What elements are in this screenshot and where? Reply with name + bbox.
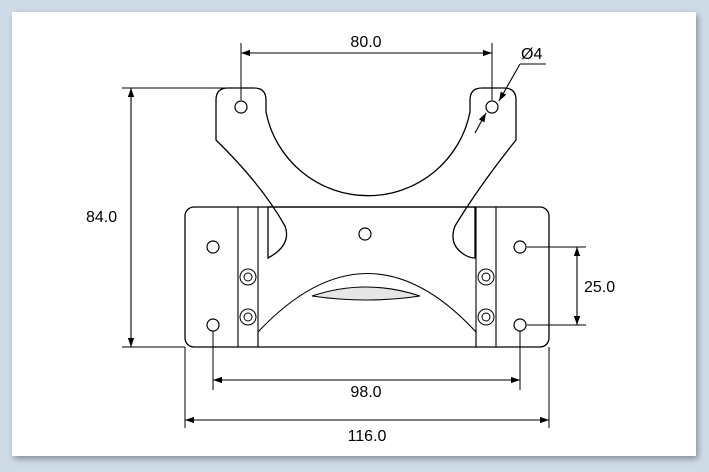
countersunk-holes	[239, 268, 495, 326]
base-plate-outline	[184, 206, 550, 348]
dim-inner-span: 98.0	[350, 384, 381, 401]
dim-hole-diameter: Ø4	[521, 46, 542, 63]
dimension-lines	[127, 49, 581, 424]
dim-diameter-leader	[498, 63, 521, 102]
dim-height: 84.0	[86, 209, 117, 226]
hole	[513, 240, 527, 254]
hole	[206, 240, 220, 254]
center-slot	[311, 286, 421, 301]
dim-top-span: 80.0	[350, 34, 381, 51]
flange-lines	[237, 207, 497, 347]
dim-overall-width: 116.0	[348, 428, 387, 445]
hole	[358, 227, 372, 241]
mounting-holes	[206, 100, 527, 332]
hole	[206, 318, 220, 332]
hole	[513, 318, 527, 332]
bracket-outline	[215, 87, 517, 260]
hole	[485, 100, 499, 114]
dim-hole-pitch: 25.0	[584, 279, 615, 296]
hole	[234, 100, 248, 114]
